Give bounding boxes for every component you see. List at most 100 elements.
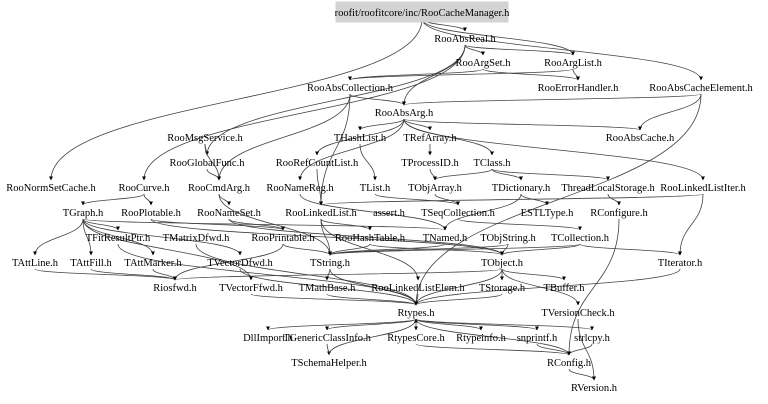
node-label: RooMsgService.h	[167, 133, 243, 144]
graph-node-roonameset[interactable]: RooNameSet.h	[197, 208, 262, 219]
graph-node-tobjstring[interactable]: TObjString.h	[480, 233, 536, 244]
edge-rooabsreal-to-rooarglist	[464, 44, 575, 56]
graph-node-tlist[interactable]: TList.h	[360, 183, 391, 194]
node-label: assert.h	[373, 208, 406, 219]
edge-rtypescore-to-rconfig	[415, 343, 571, 356]
graph-node-rooplotable[interactable]: RooPlotable.h	[121, 208, 182, 219]
graph-node-rconfig[interactable]: RConfig.h	[547, 358, 592, 369]
node-label: TNamed.h	[423, 233, 468, 244]
graph-node-tfitresultptr[interactable]: TFitResultPtr.h	[86, 233, 151, 244]
edge-threadlocalstorage-to-rconfigure	[607, 193, 621, 206]
graph-node-rooprintable[interactable]: RooPrintable.h	[251, 233, 315, 244]
graph-node-tvectordfwd[interactable]: TVectorDfwd.h	[207, 258, 273, 269]
graph-node-rconfigure[interactable]: RConfigure.h	[590, 208, 648, 219]
graph-node-tstring[interactable]: TString.h	[310, 258, 351, 269]
graph-node-rtypeinfo[interactable]: Rtypeinfo.h	[456, 333, 507, 344]
graph-node-rooabsarg[interactable]: RooAbsArg.h	[375, 108, 434, 119]
graph-node-rooargset[interactable]: RooArgSet.h	[456, 58, 512, 69]
graph-node-roocmdarg[interactable]: RooCmdArg.h	[188, 183, 251, 194]
graph-node-trefarray[interactable]: TRefArray.h	[403, 133, 457, 144]
node-label: TObjString.h	[480, 233, 536, 244]
node-label: TMathBase.h	[299, 283, 357, 294]
graph-node-rtypescore[interactable]: RtypesCore.h	[387, 333, 445, 344]
node-label: TList.h	[360, 183, 391, 194]
graph-node-tbuffer[interactable]: TBuffer.h	[544, 283, 586, 294]
graph-node-tnamed[interactable]: TNamed.h	[423, 233, 468, 244]
graph-node-rooabsreal[interactable]: RooAbsReal.h	[434, 34, 496, 45]
graph-node-tobjarray[interactable]: TObjArray.h	[408, 183, 462, 194]
graph-node-tattmarker[interactable]: TAttMarker.h	[124, 258, 182, 269]
node-label: RConfig.h	[547, 358, 592, 369]
edge-tcollection-to-tstring	[328, 243, 581, 256]
graph-node-snprintf[interactable]: snprintf.h	[517, 333, 558, 344]
node-label: TObject.h	[481, 258, 524, 269]
graph-node-rooabscacheelement[interactable]: RooAbsCacheElement.h	[649, 83, 753, 94]
edge-rooabsarg-to-trefarray	[403, 118, 432, 131]
graph-node-roonamereg[interactable]: RooNameReg.h	[266, 183, 334, 194]
edge-tvectorffwd-to-rtypes	[250, 293, 418, 306]
graph-node-thashlist[interactable]: THashList.h	[334, 133, 387, 144]
graph-node-tgenericclassinfo[interactable]: TGenericClassInfo.h	[283, 333, 372, 344]
edge-rooabscollection-to-rooabsarg	[349, 93, 406, 106]
edge-tobject-to-riosfwd	[173, 268, 503, 281]
graph-node-assert[interactable]: assert.h	[373, 208, 406, 219]
edge-rooabsarg-to-thashlist	[358, 118, 405, 131]
graph-node-roomsgservice[interactable]: RooMsgService.h	[167, 133, 243, 144]
graph-node-tobject[interactable]: TObject.h	[481, 258, 524, 269]
graph-node-roolinkedlist[interactable]: RooLinkedList.h	[285, 208, 357, 219]
graph-node-roocurve[interactable]: RooCurve.h	[118, 183, 170, 194]
node-label: RooLinkedListElem.h	[371, 283, 465, 294]
node-label: TRefArray.h	[403, 133, 457, 144]
edge-rconfigure-to-rconfig	[567, 218, 620, 356]
graph-node-tcollection[interactable]: TCollection.h	[551, 233, 610, 244]
graph-node-estltype[interactable]: ESTLType.h	[521, 208, 575, 219]
graph-node-tversioncheck[interactable]: TVersionCheck.h	[541, 308, 615, 319]
edge-rooabsreal-to-rooglobalfunc	[205, 44, 466, 156]
edge-roonamereg-to-tnamed	[299, 193, 447, 231]
graph-node-tdictionary[interactable]: TDictionary.h	[492, 183, 551, 194]
graph-node-rooarglist[interactable]: RooArgList.h	[544, 58, 603, 69]
graph-node-roonormsetcache[interactable]: RooNormSetCache.h	[6, 183, 96, 194]
node-label: DllImport.h	[243, 333, 294, 344]
edge-rtypes-to-rconfig	[415, 318, 571, 356]
graph-node-roohashtable[interactable]: RooHashTable.h	[335, 233, 406, 244]
graph-node-tvectorffwd[interactable]: TVectorFfwd.h	[219, 283, 284, 294]
graph-node-tmatrixdfwd[interactable]: TMatrixDfwd.h	[163, 233, 231, 244]
graph-node-tschemahelper[interactable]: TSchemaHelper.h	[291, 358, 367, 369]
node-label: RooLinkedList.h	[285, 208, 357, 219]
graph-node-tattfill[interactable]: TAttFill.h	[70, 258, 112, 269]
graph-node-tgraph[interactable]: TGraph.h	[63, 208, 104, 219]
node-label: TFitResultPtr.h	[86, 233, 151, 244]
graph-node-root[interactable]: roofit/roofitcore/inc/RooCacheManager.h	[335, 1, 510, 23]
graph-node-roolinkedlistiter[interactable]: RooLinkedListIter.h	[660, 183, 746, 194]
graph-node-tattline[interactable]: TAttLine.h	[12, 258, 59, 269]
graph-node-dllimport[interactable]: DllImport.h	[243, 333, 294, 344]
edge-rooabsreal-to-roocurve	[142, 44, 466, 181]
graph-node-tprocessid[interactable]: TProcessID.h	[401, 158, 459, 169]
node-label: RooHashTable.h	[335, 233, 406, 244]
graph-node-threadlocalstorage[interactable]: ThreadLocalStorage.h	[561, 183, 655, 194]
graph-node-rtypes[interactable]: Rtypes.h	[397, 308, 435, 319]
graph-node-rooglobalfunc[interactable]: RooGlobalFunc.h	[170, 158, 246, 169]
graph-node-rooerrorhandler[interactable]: RooErrorHandler.h	[538, 83, 620, 94]
graph-node-titerator[interactable]: TIterator.h	[658, 258, 703, 269]
node-label: RooPrintable.h	[251, 233, 315, 244]
graph-node-tmathbase[interactable]: TMathBase.h	[299, 283, 357, 294]
node-label: RooCmdArg.h	[188, 183, 251, 194]
edge-tvectordfwd-to-rtypes	[239, 268, 418, 306]
graph-node-rooabscache[interactable]: RooAbsCache.h	[606, 133, 675, 144]
edge-roolinkedlist-to-roohashtable	[320, 218, 372, 231]
graph-node-rooabscollection[interactable]: RooAbsCollection.h	[307, 83, 394, 94]
node-label: TCollection.h	[551, 233, 610, 244]
graph-node-riosfwd[interactable]: Riosfwd.h	[153, 283, 197, 294]
graph-node-tseqcollection[interactable]: TSeqCollection.h	[421, 208, 496, 219]
graph-node-tclass[interactable]: TClass.h	[473, 158, 511, 169]
graph-node-roorefcountlist[interactable]: RooRefCountList.h	[276, 158, 359, 169]
graph-node-tstorage[interactable]: TStorage.h	[479, 283, 526, 294]
edge-tgraph-to-tfitresultptr	[82, 218, 120, 231]
edge-roorefcountlist-to-roolinkedlist	[316, 168, 323, 206]
graph-node-roolinkedlistelem[interactable]: RooLinkedListElem.h	[371, 283, 465, 294]
graph-node-rversion[interactable]: RVersion.h	[571, 383, 618, 394]
graph-node-strlcpy[interactable]: strlcpy.h	[574, 333, 611, 344]
edge-rooabsarg-to-roorefcountlist	[315, 118, 405, 156]
